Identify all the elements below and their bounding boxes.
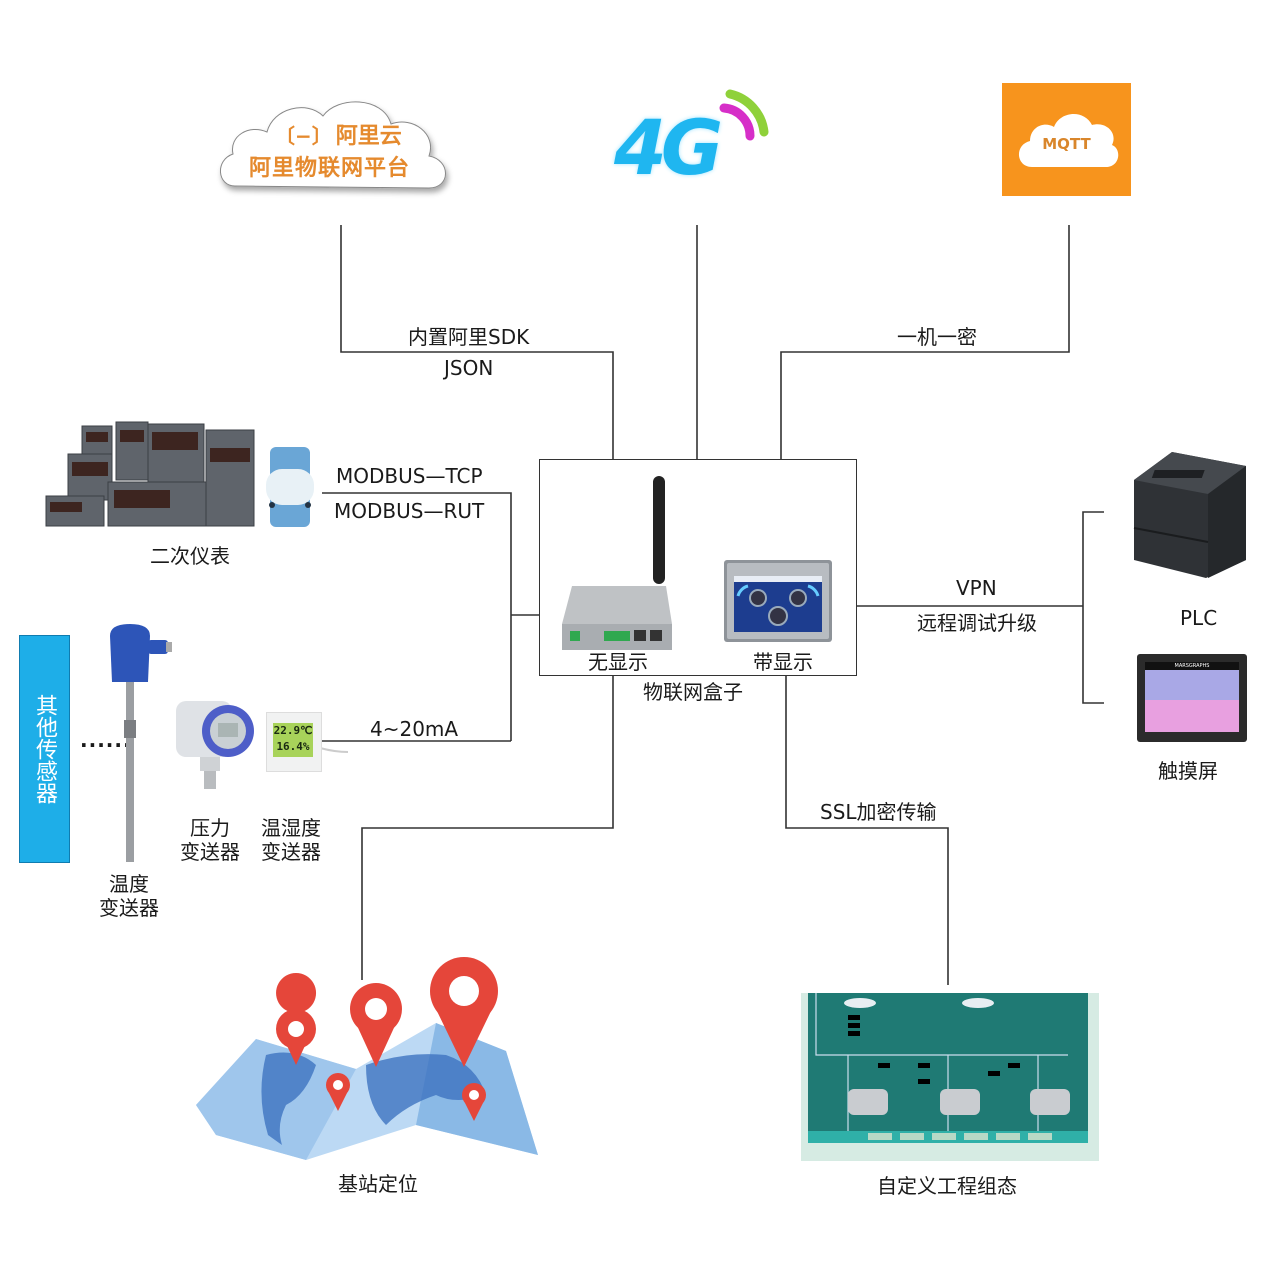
hmi-display-icon bbox=[724, 560, 832, 642]
plc-icon bbox=[1132, 450, 1252, 580]
panel-meter-icon bbox=[44, 420, 256, 530]
sdk-label: 内置阿里SDK bbox=[408, 325, 530, 349]
temperature-transmitter-icon bbox=[104, 622, 176, 864]
4g-logo: 4G bbox=[612, 86, 772, 196]
mqtt-connector bbox=[780, 225, 1070, 460]
aliyun-connector bbox=[340, 225, 614, 460]
humidity-transmitter-label: 温湿度 变送器 bbox=[256, 816, 326, 864]
map-connector bbox=[361, 675, 614, 980]
instruments-label: 二次仪表 bbox=[150, 544, 230, 568]
one-device-one-key-label: 一机一密 bbox=[897, 325, 977, 349]
aliyun-brand: 〔−〕 阿里云 bbox=[275, 118, 402, 150]
temp-reading: 22.9℃ bbox=[273, 724, 313, 737]
ellipsis: ...... bbox=[80, 728, 132, 752]
label-line: 压力 bbox=[190, 816, 230, 840]
pressure-transmitter-icon bbox=[172, 697, 256, 793]
label-line: 温度 bbox=[109, 872, 149, 896]
plc-label: PLC bbox=[1180, 606, 1218, 630]
map-pins-icon bbox=[186, 955, 542, 1165]
touchscreen-label: 触摸屏 bbox=[1158, 759, 1218, 783]
aliyun-cloud: 〔−〕 阿里云 阿里物联网平台 bbox=[215, 90, 460, 205]
temperature-transmitter-label: 温度 变送器 bbox=[96, 872, 162, 920]
custom-scada-label: 自定义工程组态 bbox=[877, 1174, 1017, 1198]
4g-signal-icon bbox=[719, 89, 769, 141]
label-line: 变送器 bbox=[180, 840, 240, 864]
4g-label: 4G bbox=[614, 103, 723, 192]
instrument-connector bbox=[322, 492, 512, 741]
remote-debug-label: 远程调试升级 bbox=[917, 611, 1037, 635]
other-sensors-label: 其他传感器 bbox=[32, 694, 57, 804]
current-loop-label: 4~20mA bbox=[370, 717, 459, 741]
mqtt-label: MQTT bbox=[1042, 135, 1091, 153]
base-station-location-label: 基站定位 bbox=[338, 1172, 418, 1196]
modbus-rtu-label: MODBUS—RUT bbox=[334, 499, 485, 523]
with-display-label: 带显示 bbox=[753, 650, 813, 674]
touchscreen-icon: MARSGRAPHS bbox=[1137, 654, 1247, 742]
scada-canvas bbox=[808, 993, 1088, 1143]
mqtt-cloud-icon bbox=[1018, 113, 1119, 167]
iot-box-label: 物联网盒子 bbox=[643, 680, 743, 704]
no-display-label: 无显示 bbox=[588, 650, 648, 674]
aliyun-platform-name: 阿里物联网平台 bbox=[249, 156, 411, 181]
label-line: 变送器 bbox=[261, 840, 321, 864]
ssl-label: SSL加密传输 bbox=[820, 800, 937, 824]
scada-connector bbox=[785, 675, 949, 985]
aliyun-brand-name: 阿里云 bbox=[335, 124, 402, 149]
touchscreen-upper-panel bbox=[1145, 670, 1239, 700]
mqtt-logo: MQTT bbox=[1002, 83, 1131, 196]
cloud-icon bbox=[220, 101, 446, 189]
touchscreen-title: MARSGRAPHS bbox=[1145, 662, 1239, 670]
humidity-reading: 16.4% bbox=[276, 740, 310, 753]
right-bracket bbox=[1082, 511, 1104, 704]
other-sensors-sidebar: 其他传感器 bbox=[19, 635, 70, 863]
converter-module-icon bbox=[266, 447, 316, 529]
json-label: JSON bbox=[444, 356, 494, 380]
touchscreen-display: MARSGRAPHS bbox=[1145, 662, 1239, 732]
aliyun-bracket-logo: 〔−〕 bbox=[275, 123, 332, 148]
vpn-label: VPN bbox=[956, 576, 997, 600]
label-line: 变送器 bbox=[99, 896, 159, 920]
scada-screen-icon bbox=[801, 993, 1099, 1161]
humidity-display: 22.9℃ 16.4% bbox=[273, 723, 313, 757]
humidity-transmitter-icon: 22.9℃ 16.4% bbox=[266, 712, 322, 772]
iot-box-hub: 无显示 带显示 bbox=[539, 459, 857, 676]
modbus-tcp-label: MODBUS—TCP bbox=[336, 464, 483, 488]
router-box-icon bbox=[558, 476, 676, 651]
pressure-transmitter-label: 压力 变送器 bbox=[172, 816, 248, 864]
label-line: 温湿度 bbox=[261, 816, 321, 840]
